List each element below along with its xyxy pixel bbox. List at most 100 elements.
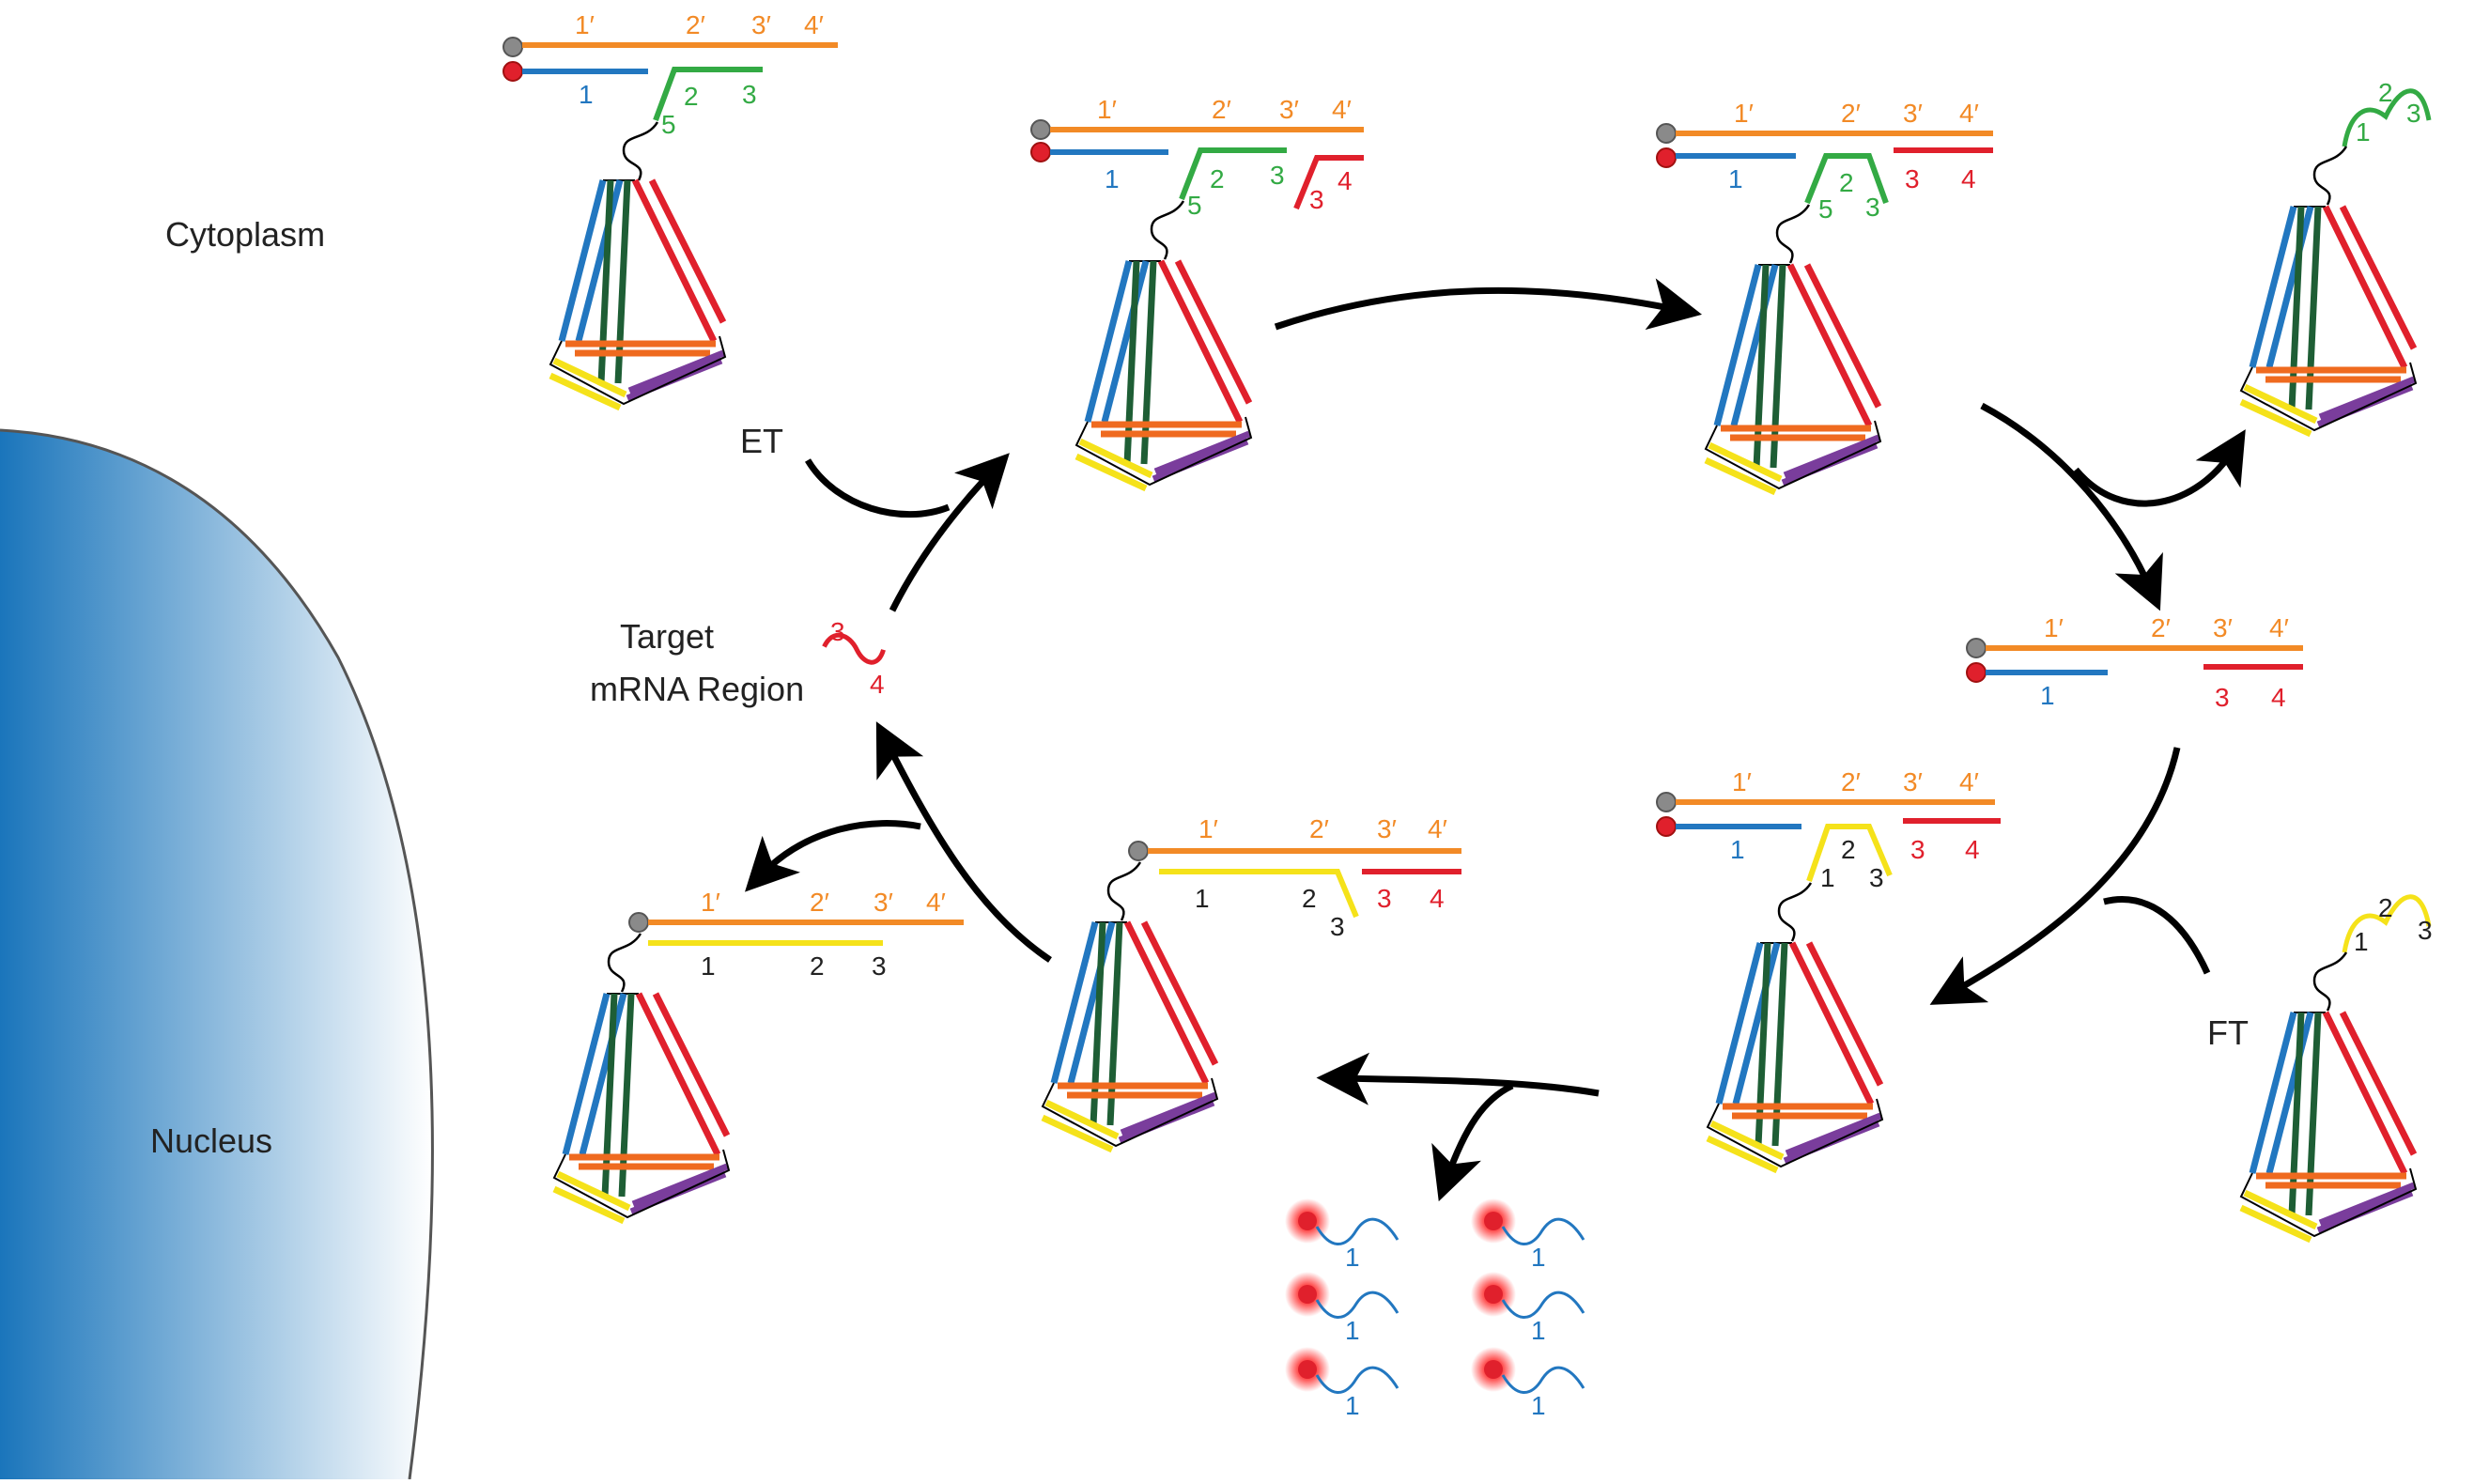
label-green-2: 2 (1210, 164, 1225, 193)
nucleus-label: Nucleus (150, 1121, 272, 1160)
dna-tetrahedron (554, 994, 729, 1221)
fluorophore-icon (1484, 1212, 1503, 1230)
arrow-bottom-center-to-target (875, 721, 1052, 963)
label-red-4: 4 (1961, 164, 1976, 193)
target-mrna-strand (822, 632, 886, 665)
label-1p: 1′ (1198, 814, 1218, 843)
label-1p: 1′ (1734, 99, 1754, 128)
label-yellow-3: 3 (1330, 912, 1345, 941)
linker (1775, 204, 1811, 264)
label-3p: 3′ (751, 10, 771, 39)
label-green-3: 3 (1865, 193, 1880, 222)
fluorophore-icon (1030, 142, 1051, 162)
label-2p: 2′ (2151, 613, 2171, 642)
red-strand (1293, 155, 1364, 210)
fluorophore-icon (1298, 1285, 1317, 1304)
duplex-right: 1′ 2′ 3′ 4′ 1 3 4 (1966, 613, 2303, 712)
label-1p: 1′ (701, 888, 720, 917)
label-2p: 2′ (1841, 767, 1861, 796)
probe-bottom-center: 1′ 2′ 3′ 4′ 1 2 3 3 4 (1043, 814, 1461, 1150)
label-yellow-2: 2 (1841, 835, 1856, 864)
label-green-2: 2 (2378, 78, 2393, 107)
yellow-strand (1159, 869, 1359, 919)
dna-tetrahedron (1043, 922, 1217, 1150)
fluorophore-icon (1484, 1360, 1503, 1379)
label-1p: 1′ (2044, 613, 2064, 642)
label-red-4: 4 (1430, 884, 1445, 913)
label-4p: 4′ (804, 10, 824, 39)
linker (2312, 146, 2348, 206)
label-green-1: 1 (2356, 117, 2371, 147)
label-yellow-2: 2 (810, 951, 825, 981)
label-yellow-2: 2 (2378, 893, 2393, 922)
probe-bottom-right-center: 1′ 2′ 3′ 4′ 1 1 2 3 3 4 (1656, 767, 2001, 1170)
released-blue-strand (1501, 1291, 1585, 1319)
label-yellow-2: 2 (1302, 884, 1317, 913)
label-3p: 3′ (1377, 814, 1397, 843)
label-4p: 4′ (1332, 95, 1352, 124)
label-red-4: 4 (2271, 683, 2286, 712)
label-red-3: 3 (2215, 683, 2230, 712)
label-yellow-1: 1 (701, 951, 716, 981)
label-red-3: 3 (1905, 164, 1920, 193)
yellow-strand (1806, 824, 1893, 882)
released-blue-strand (1315, 1366, 1399, 1394)
label-green-2: 2 (1839, 168, 1854, 197)
target-label-line2: mRNA Region (590, 670, 804, 708)
label-blue-1: 1 (1105, 164, 1120, 193)
cytoplasm-label: Cytoplasm (165, 215, 325, 254)
quencher-icon (503, 37, 523, 57)
fluorophore-icon (1298, 1360, 1317, 1379)
label-green-2: 2 (684, 82, 699, 111)
fluorophore-icon (1484, 1285, 1503, 1304)
released-strand-label: 1 (1345, 1316, 1360, 1345)
tetra-with-released-green: 1 2 3 (2241, 78, 2432, 434)
label-red-3: 3 (1910, 835, 1925, 864)
released-strand-label: 1 (1531, 1243, 1546, 1272)
target-label-line1: Target (620, 617, 714, 656)
dna-tetrahedron (550, 180, 725, 408)
released-blue-strand (1501, 1217, 1585, 1245)
label-yellow-1: 1 (2354, 927, 2369, 956)
label-4p: 4′ (926, 888, 946, 917)
label-yellow-1: 1 (1820, 863, 1835, 892)
probe-top-right-center: 1′ 2′ 3′ 4′ 1 5 2 3 3 4 (1656, 99, 1993, 492)
linker (1777, 882, 1813, 942)
dna-tetrahedron (1706, 265, 1880, 492)
label-red-3: 3 (1377, 884, 1392, 913)
label-1p: 1′ (1732, 767, 1752, 796)
linker (2312, 951, 2348, 1012)
label-2p: 2′ (810, 888, 829, 917)
nucleus-shape (0, 430, 433, 1479)
quencher-icon (1966, 638, 1987, 658)
label-red-4: 4 (1338, 166, 1353, 195)
label-blue-1: 1 (2040, 681, 2055, 710)
label-2p: 2′ (1212, 95, 1231, 124)
fluorophore-icon (1656, 816, 1677, 837)
dna-tetrahedron (2241, 1013, 2416, 1240)
label-blue-1: 1 (1728, 164, 1743, 193)
fuel-tetra: 1 2 3 FT (2207, 893, 2433, 1240)
quencher-icon (1128, 841, 1149, 861)
label-green-3: 3 (2406, 99, 2421, 128)
probe-bottom-left: 1′ 2′ 3′ 4′ 1 2 3 (554, 888, 964, 1221)
released-strand-label: 1 (1345, 1243, 1360, 1272)
fluorophore-icon (1966, 662, 1987, 683)
label-2p: 2′ (1309, 814, 1329, 843)
label-3p: 3′ (1903, 99, 1923, 128)
label-1p: 1′ (575, 10, 595, 39)
released-strand-label: 1 (1345, 1391, 1360, 1420)
linker (622, 121, 659, 181)
green-strand (1179, 147, 1287, 201)
arrow-target-to-probe (889, 453, 1010, 612)
yellow-strand-folded (2342, 894, 2432, 953)
arrow-to-bottom-center (1316, 1052, 1600, 1105)
label-yellow-3: 3 (2418, 916, 2433, 945)
arrow-top-center-to-right (1274, 278, 1703, 331)
quencher-icon (1030, 119, 1051, 140)
dna-tetrahedron (1076, 261, 1251, 488)
label-blue-1: 1 (579, 80, 594, 109)
probe-top-center: 1′ 2′ 3′ 4′ 1 5 2 3 3 4 (1030, 95, 1364, 488)
